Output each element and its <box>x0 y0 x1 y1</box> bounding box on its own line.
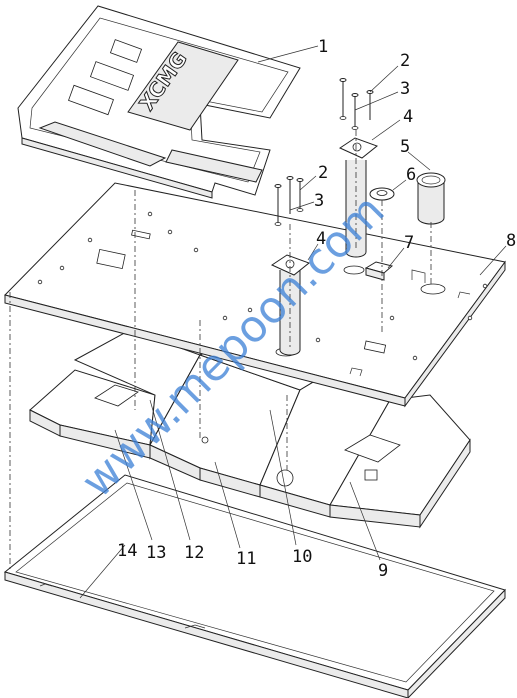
cover-vent-grid <box>38 121 263 183</box>
callout-14: 14 <box>117 541 137 561</box>
callout-9: 9 <box>378 561 388 581</box>
part-1-top-cover: XCMG <box>17 5 301 199</box>
callout-13: 13 <box>146 543 166 563</box>
part-8-base-plate <box>4 182 506 408</box>
callout-1: 1 <box>318 37 328 57</box>
screw-set-lower <box>274 176 304 226</box>
plate-screw-holes <box>37 211 488 361</box>
screw-set-upper <box>339 78 374 130</box>
callout-5: 5 <box>400 137 410 157</box>
callout-2-upper: 2 <box>400 51 410 71</box>
part-7-bracket <box>364 261 394 281</box>
part-13-block <box>29 369 156 459</box>
callout-numbers: 1 2 3 4 5 6 2 3 4 7 8 14 13 12 11 10 9 <box>117 37 516 581</box>
leader-lines <box>79 45 507 599</box>
assembly-lines <box>9 130 432 572</box>
part-9-block <box>329 394 471 529</box>
callout-8: 8 <box>506 231 516 251</box>
callout-6: 6 <box>406 165 416 185</box>
part-6-knob <box>369 187 395 201</box>
callout-4-upper: 4 <box>403 107 413 127</box>
callout-7: 7 <box>404 233 414 253</box>
callout-3-upper: 3 <box>400 79 410 99</box>
cover-slots <box>68 39 143 116</box>
part-5-cylinder <box>416 172 446 225</box>
callout-12: 12 <box>184 543 204 563</box>
callout-11: 11 <box>236 549 256 569</box>
callout-2-lower: 2 <box>318 163 328 183</box>
part-4-sensor-upper <box>338 137 379 258</box>
callout-3-lower: 3 <box>314 191 324 211</box>
callout-4-lower: 4 <box>316 229 326 249</box>
part-14-bottom-tray <box>3 474 506 698</box>
callout-10: 10 <box>292 547 312 567</box>
